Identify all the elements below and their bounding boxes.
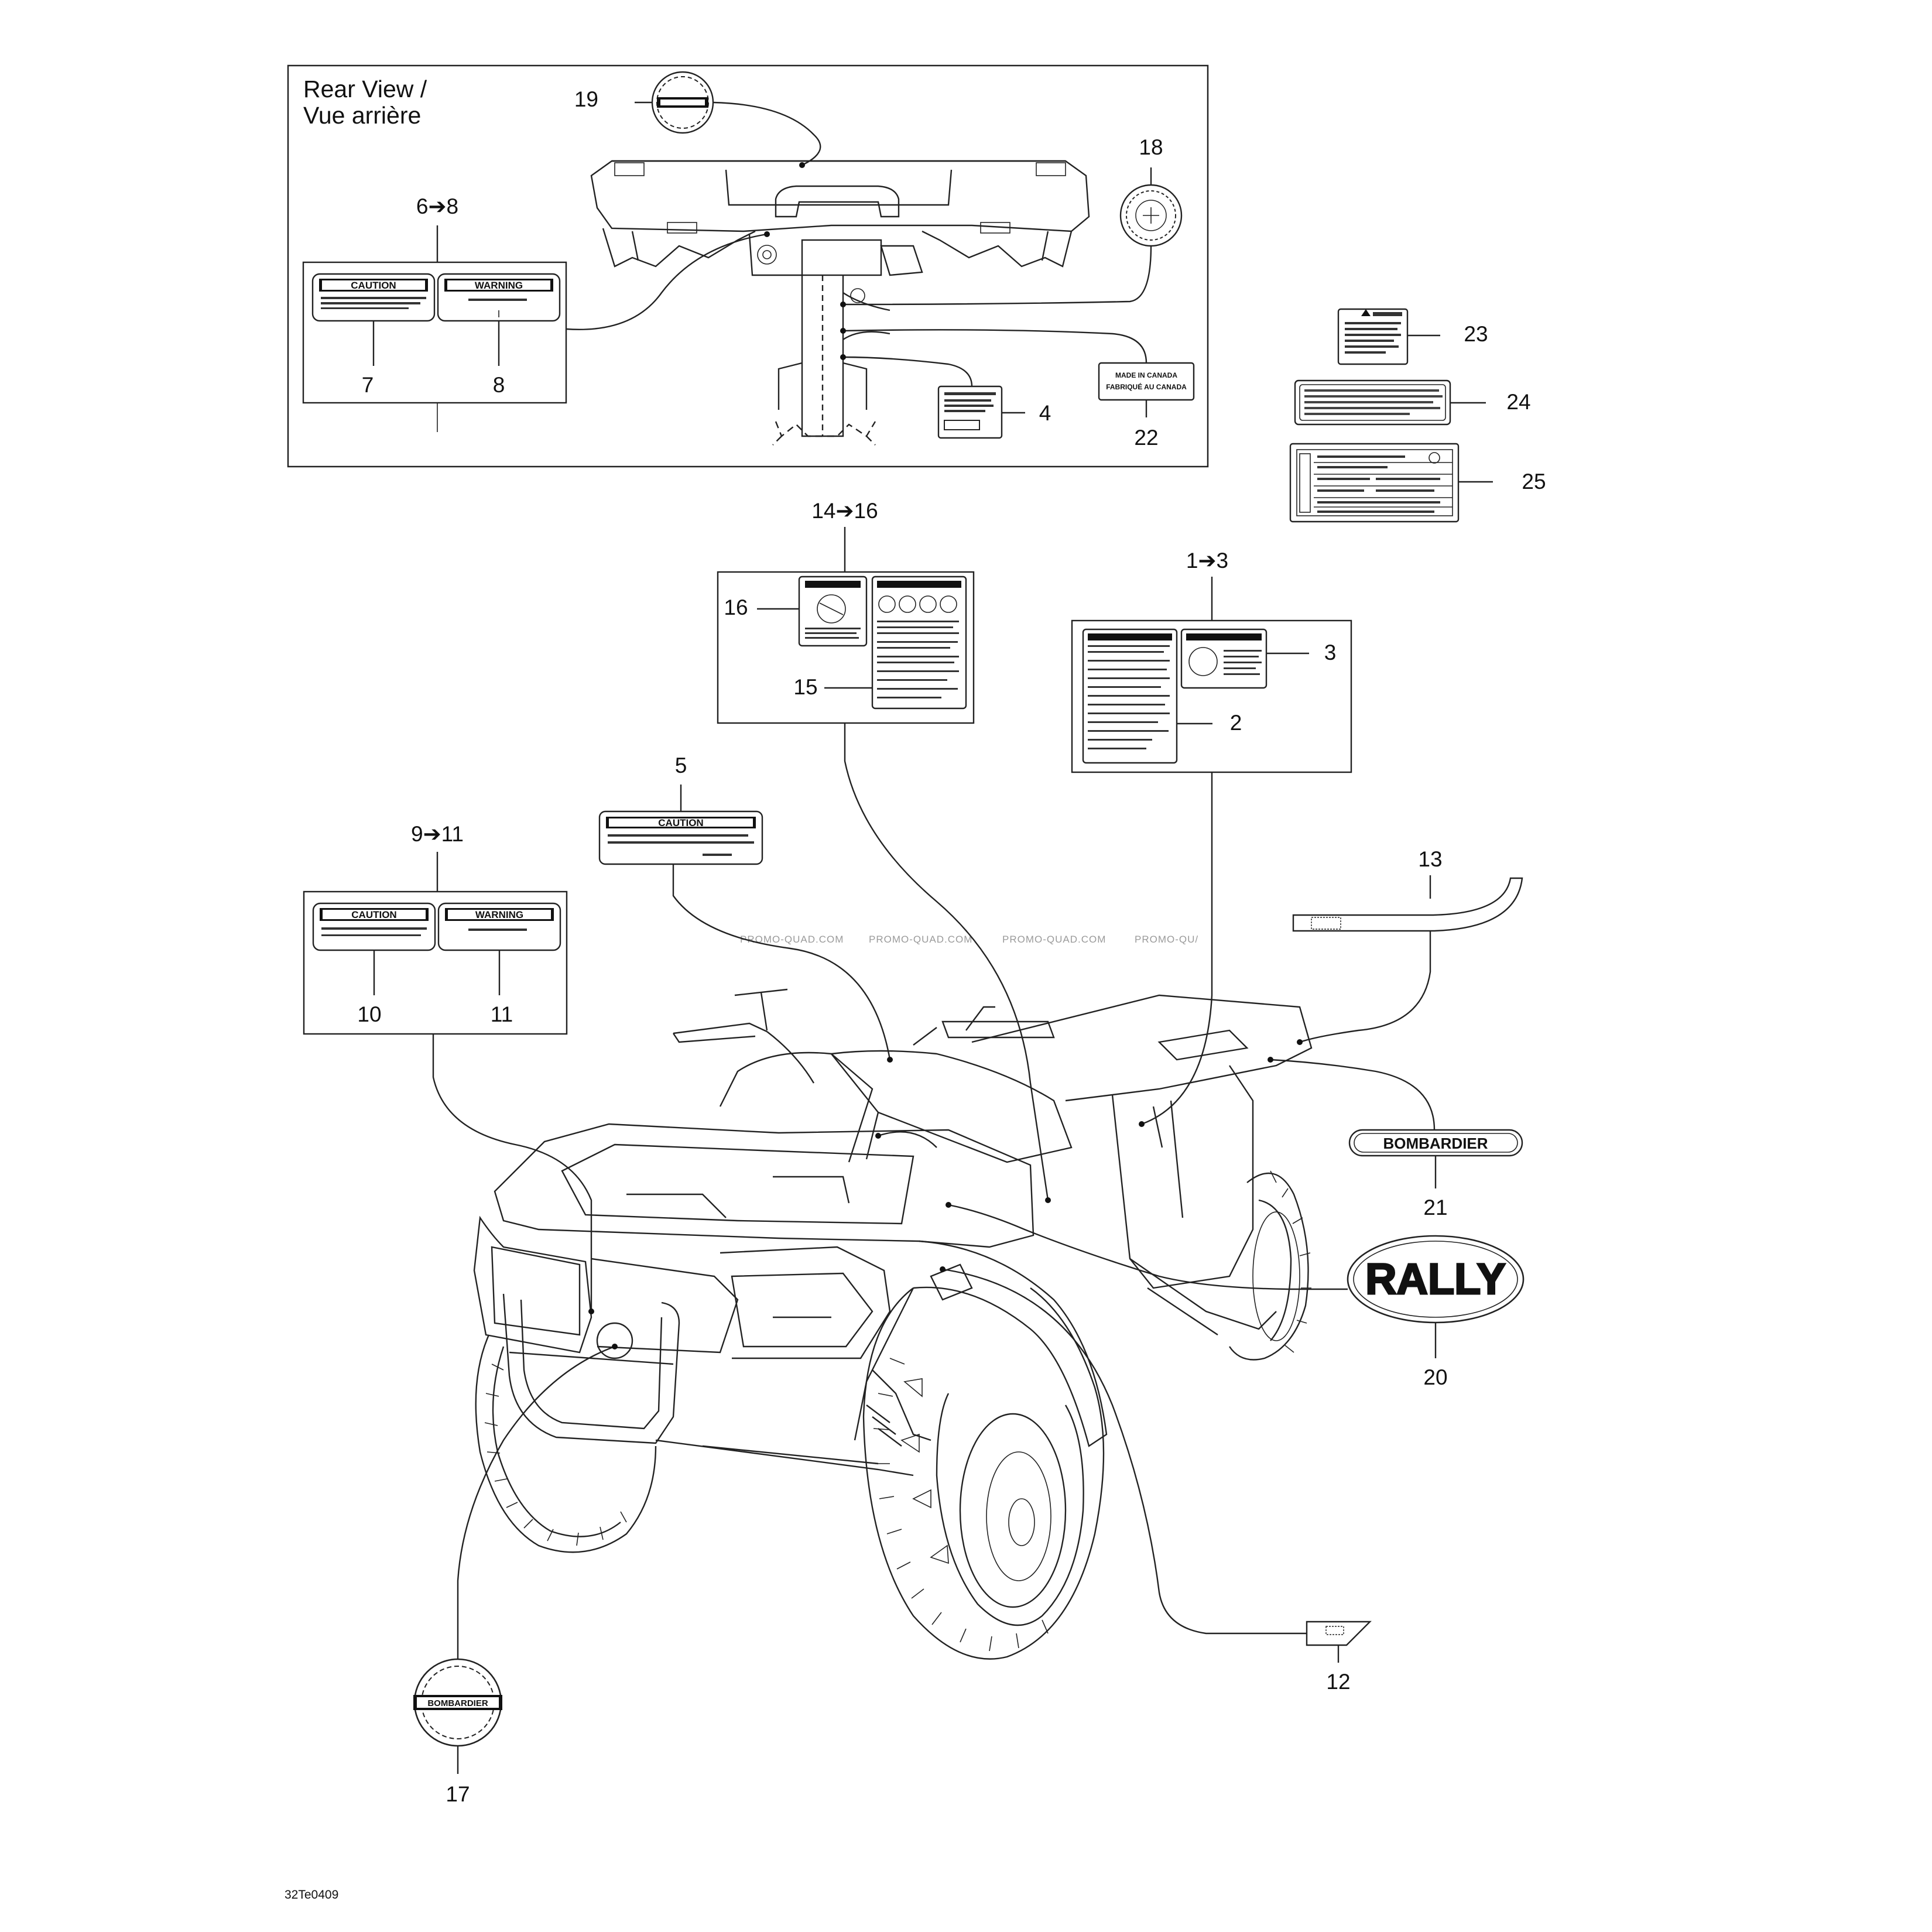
caution-header: CAUTION bbox=[658, 817, 703, 828]
label-23 bbox=[1337, 308, 1409, 365]
label-group-14-16 bbox=[717, 571, 975, 724]
made-in-canada-text: MADE IN CANADA bbox=[1115, 371, 1177, 379]
bombardier-text: BOMBARDIER bbox=[427, 1698, 488, 1708]
callout-13: 13 bbox=[1418, 847, 1442, 871]
decal-12 bbox=[1306, 1621, 1372, 1646]
fabrique-au-canada-text: FABRIQUÉ AU CANADA bbox=[1106, 382, 1187, 391]
label-group-1-3 bbox=[1071, 619, 1352, 773]
callout-21: 21 bbox=[1423, 1195, 1447, 1220]
callout-22: 22 bbox=[1134, 426, 1158, 450]
callout-19: 19 bbox=[574, 87, 598, 111]
decal-17-round-logo: BOMBARDIER bbox=[413, 1658, 502, 1747]
label-group-6-8: CAUTION WARNING bbox=[302, 261, 567, 432]
decal-21-bombardier: BOMBARDIER bbox=[1348, 1129, 1523, 1157]
callout-20: 20 bbox=[1423, 1365, 1447, 1389]
callout-9-11: 9➔11 bbox=[411, 822, 464, 846]
callout-6-8: 6➔8 bbox=[416, 194, 458, 218]
caution-header: CAUTION bbox=[351, 909, 396, 920]
rear-view-title-fr: Vue arrière bbox=[303, 102, 421, 129]
caution-header: CAUTION bbox=[351, 280, 396, 291]
callout-5: 5 bbox=[675, 753, 687, 777]
label-22: MADE IN CANADA FABRIQUÉ AU CANADA bbox=[1098, 362, 1195, 401]
rear-view-panel: Rear View / Vue arrière bbox=[287, 64, 1209, 468]
label-group-9-11: CAUTION WARNING bbox=[303, 890, 568, 1035]
bombardier-text: BOMBARDIER bbox=[1383, 1135, 1488, 1152]
label-24 bbox=[1294, 379, 1451, 426]
watermark-text: PROMO-QUAD.COM bbox=[1002, 934, 1106, 945]
watermark-text: PROMO-QUAD.COM bbox=[740, 934, 844, 945]
watermarks: PROMO-QUAD.COM PROMO-QUAD.COM PROMO-QUAD… bbox=[740, 934, 1198, 945]
callout-3: 3 bbox=[1324, 640, 1337, 664]
rear-view-title: Rear View / bbox=[303, 76, 427, 102]
callout-17: 17 bbox=[446, 1782, 470, 1806]
drawing-code: 32Te0409 bbox=[285, 1888, 338, 1902]
decal-13-stripe bbox=[1292, 877, 1523, 932]
warning-header: WARNING bbox=[475, 909, 523, 920]
callout-14-16: 14➔16 bbox=[811, 499, 878, 523]
callout-8: 8 bbox=[493, 373, 505, 397]
watermark-text: PROMO-QU/ bbox=[1135, 934, 1198, 945]
callout-7: 7 bbox=[362, 373, 374, 397]
callout-11: 11 bbox=[491, 1002, 513, 1026]
callout-16: 16 bbox=[724, 595, 748, 619]
callout-2: 2 bbox=[1230, 711, 1242, 735]
atv-front-drawing bbox=[473, 988, 1313, 1660]
callout-18: 18 bbox=[1139, 135, 1163, 159]
label-4 bbox=[937, 385, 1003, 439]
decal-20-rally: RALLY bbox=[1347, 1235, 1525, 1324]
callout-23: 23 bbox=[1464, 322, 1488, 346]
rally-text: RALLY bbox=[1365, 1255, 1506, 1303]
warning-header: WARNING bbox=[475, 280, 523, 291]
watermark-text: PROMO-QUAD.COM bbox=[869, 934, 972, 945]
callout-25: 25 bbox=[1522, 470, 1546, 494]
callout-24: 24 bbox=[1506, 390, 1530, 414]
decal-19-gear-logo bbox=[651, 71, 714, 134]
label-25 bbox=[1289, 443, 1460, 523]
callout-12: 12 bbox=[1326, 1670, 1350, 1694]
label-5: CAUTION bbox=[598, 810, 763, 865]
callout-15: 15 bbox=[793, 675, 817, 699]
callout-1-3: 1➔3 bbox=[1186, 549, 1228, 573]
callout-4: 4 bbox=[1039, 401, 1051, 425]
decal-18-round bbox=[1119, 184, 1183, 247]
callout-10: 10 bbox=[357, 1002, 381, 1026]
